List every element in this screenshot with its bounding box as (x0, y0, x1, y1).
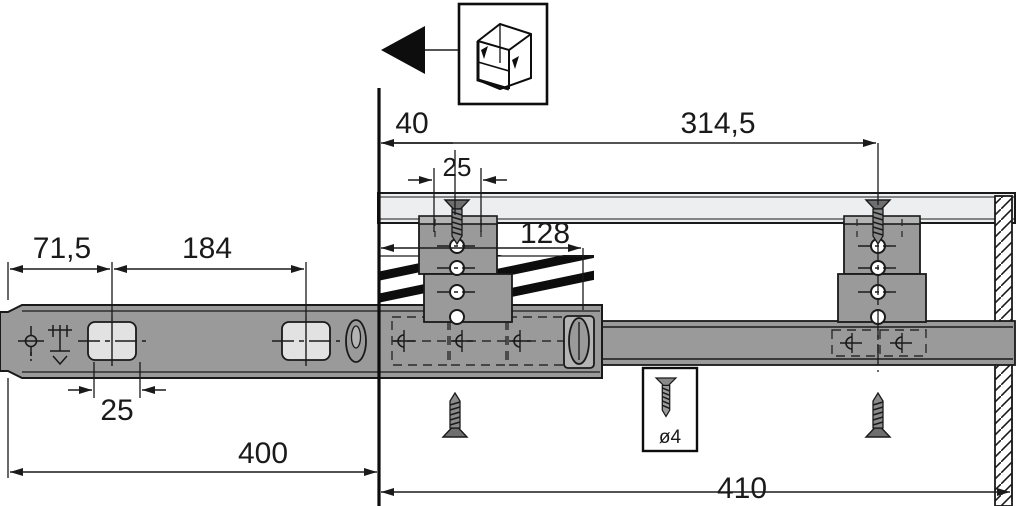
dimension-314-5-label: 314,5 (680, 107, 755, 140)
dimension-184-label: 184 (182, 232, 232, 265)
dimension-184: 184 (114, 232, 307, 316)
dimension-400-label: 400 (238, 437, 288, 470)
rail-hole-mark-right (890, 333, 912, 353)
dimension-25-bot-label: 25 (100, 394, 133, 427)
dimension-410-label: 410 (717, 472, 767, 505)
dimension-25-bot: 25 (68, 362, 166, 427)
dimension-71-5-label: 71,5 (33, 232, 91, 265)
dimension-400: 400 (7, 378, 377, 478)
arm-slot-1 (78, 316, 146, 366)
arm-hole-marks (393, 330, 531, 352)
dimension-40: 40 (381, 107, 456, 215)
arm-slot-2 (272, 316, 340, 366)
rail-hole-mark-left (840, 333, 862, 353)
dimension-40-label: 40 (395, 107, 428, 140)
arm-coupler (563, 315, 595, 369)
dimension-128: 128 (381, 217, 584, 310)
left-mounting-arm (0, 304, 603, 379)
dimension-128-label: 128 (520, 217, 570, 250)
arm-oval-pin (345, 319, 367, 363)
arm-end-crosshair (18, 326, 44, 361)
view-direction-arrow (381, 26, 425, 74)
screw-spec-callout: ø4 (641, 366, 699, 453)
right-slide-rail (559, 320, 1016, 366)
dimension-71-5: 71,5 (7, 232, 113, 316)
bracket-right-hidden (856, 219, 903, 237)
wood-screw-icon (654, 377, 678, 418)
screw-diameter-label: ø4 (659, 427, 682, 448)
bracket-right-holes (858, 238, 900, 325)
dimension-410: 410 (381, 380, 1013, 505)
cabinet-view-callout (457, 2, 549, 106)
dimension-25-top-label: 25 (443, 152, 472, 182)
dimension-314-5: 314,5 (383, 107, 879, 205)
arm-end-symbol (48, 325, 72, 366)
dimension-25-top: 25 (408, 152, 507, 232)
cabinet-isometric-icon (476, 22, 532, 91)
